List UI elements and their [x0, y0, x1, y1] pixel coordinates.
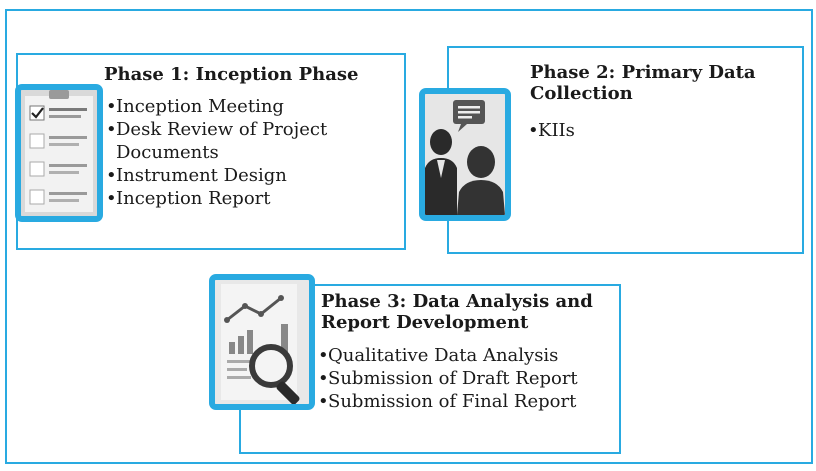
checklist-clipboard-icon — [15, 84, 103, 222]
phase-2-title: Phase 2: Primary Data Collection — [530, 62, 756, 104]
phase-1-list: Inception Meeting Desk Review of Project… — [106, 95, 396, 210]
list-item: Submission of Final Report — [318, 390, 618, 413]
list-item: Qualitative Data Analysis — [318, 344, 618, 367]
list-item: Inception Report — [106, 187, 396, 210]
list-item: Desk Review of Project Documents — [106, 118, 396, 164]
phase-3-list: Qualitative Data Analysis Submission of … — [318, 344, 618, 413]
data-analysis-magnifier-icon — [209, 274, 315, 410]
list-item: Inception Meeting — [106, 95, 396, 118]
interview-people-icon — [419, 88, 511, 221]
diagram-frame — [5, 9, 813, 464]
list-item: Instrument Design — [106, 164, 396, 187]
phase-1-title: Phase 1: Inception Phase — [104, 64, 359, 85]
phase-3-title: Phase 3: Data Analysis and Report Develo… — [321, 291, 593, 333]
list-item: Submission of Draft Report — [318, 367, 618, 390]
list-item: KIIs — [528, 119, 575, 142]
phase-2-list: KIIs — [528, 119, 575, 142]
